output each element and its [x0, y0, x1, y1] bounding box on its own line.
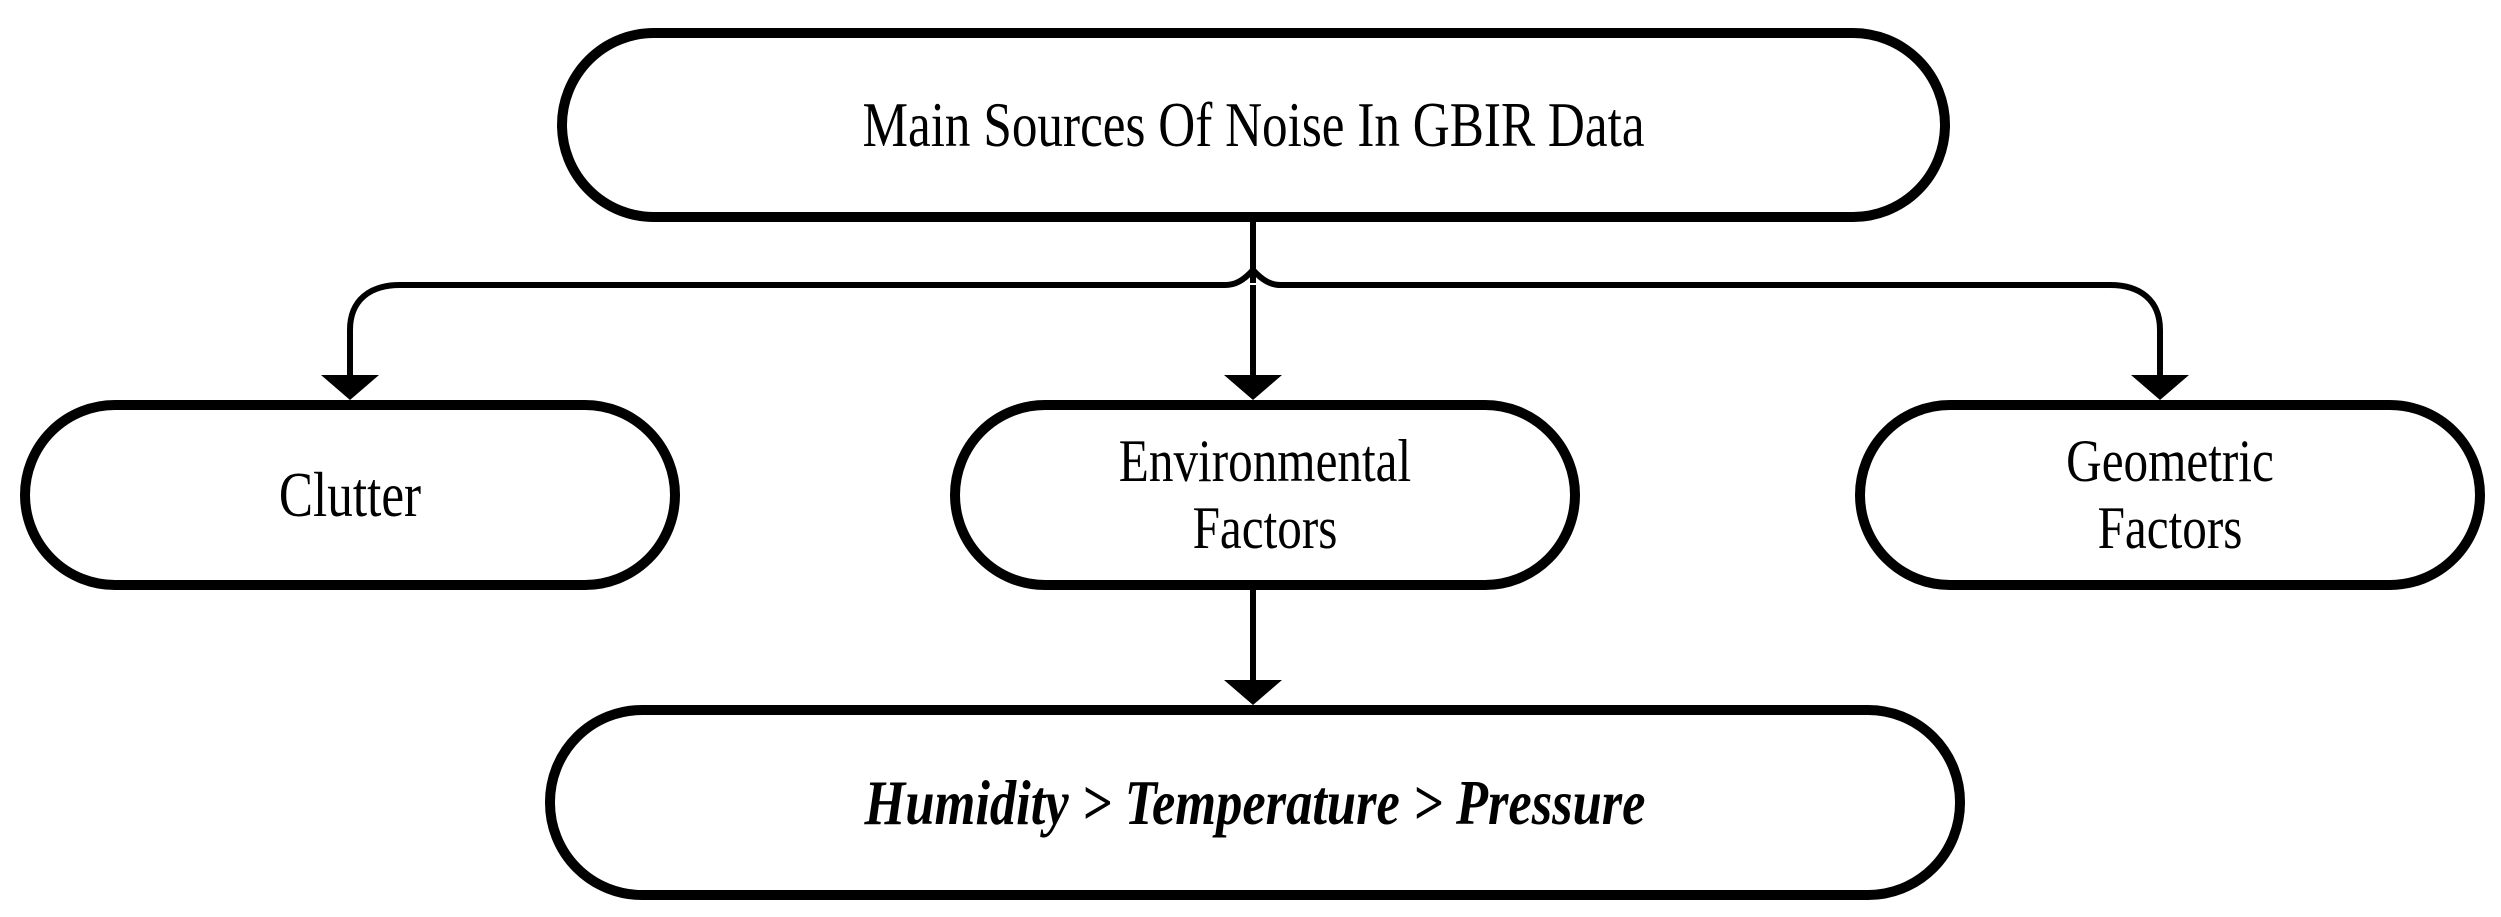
node-label-root: Main Sources Of Noise In GBIR Data [862, 89, 1645, 161]
arrowhead-to-clutter [321, 375, 379, 400]
node-label-environmental: Environmental Factors [1118, 427, 1412, 561]
node-humidity-temperature-pressure[interactable]: Humidity > Temperature > Pressure [545, 705, 1965, 900]
arrowhead-to-geometric [2131, 375, 2189, 400]
node-label-geometric: Geometric Factors [2066, 427, 2274, 561]
arrowhead-to-humidity [1224, 680, 1282, 705]
node-label-humidity: Humidity > Temperature > Pressure [864, 766, 1646, 838]
node-main-sources-of-noise[interactable]: Main Sources Of Noise In GBIR Data [557, 28, 1950, 222]
node-clutter[interactable]: Clutter [20, 400, 680, 590]
arrowhead-to-environmental [1224, 375, 1282, 400]
edge-bus-left [347, 267, 1256, 378]
node-geometric-factors[interactable]: Geometric Factors [1855, 400, 2485, 590]
edge-bus-right [1250, 267, 2163, 378]
node-label-clutter: Clutter [278, 459, 422, 531]
node-environmental-factors[interactable]: Environmental Factors [950, 400, 1580, 590]
